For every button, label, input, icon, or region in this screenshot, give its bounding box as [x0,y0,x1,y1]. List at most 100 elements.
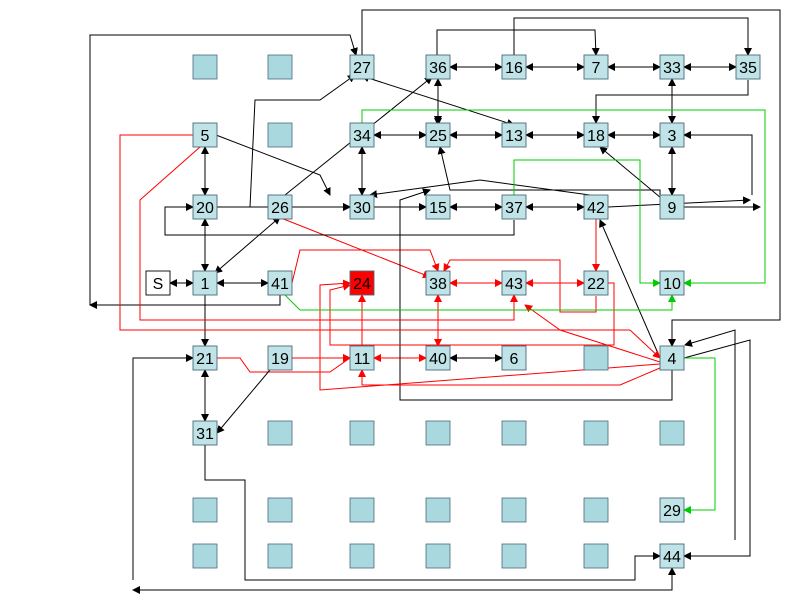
red-22-38 [443,259,597,313]
green-37-10 [513,159,661,287]
node-35-box [735,54,761,80]
node-20-label: 20 [196,200,214,217]
loop-4-44 [683,339,751,560]
node-16-box [501,54,527,80]
node-15-label: 15 [429,200,447,217]
loop-42-30 [369,179,591,199]
node-5-box [192,122,218,148]
empty-cell [501,497,527,523]
red-5-4 [119,134,661,359]
node-13-box [501,122,527,148]
node-5: 5 [192,122,218,148]
empty-cell [659,420,685,446]
node-35-label: 35 [739,60,757,77]
node-13-label: 13 [505,128,523,145]
node-24-label: 24 [353,276,371,293]
empty-cell [583,543,609,569]
empty-cell [501,420,527,446]
empty-cell [583,345,609,371]
node-22-label: 22 [587,276,605,293]
node-11-box [349,345,375,371]
node-19: 19 [267,345,293,371]
node-18: 18 [583,122,609,148]
node-9: 9 [659,194,685,220]
node-44: 44 [659,543,685,569]
node-37-label: 37 [505,200,523,217]
node-42: 42 [583,194,609,220]
node-1-box [192,270,218,296]
node-15-box [425,194,451,220]
loop-44-bottom [132,567,676,594]
empty-cell [349,543,375,569]
edge-41-38 [291,249,440,284]
node-30: 30 [349,194,375,220]
node-44-label: 44 [663,549,681,566]
loop-44-4 [684,329,736,540]
node-43-box [501,270,527,296]
node-40: 40 [425,345,451,371]
node-29-label: 29 [663,503,681,520]
empty-cell [349,497,375,523]
edge-31-19 [216,357,281,434]
node-38-box [425,270,451,296]
node-10-box [659,270,685,296]
edge-5-30 [215,134,331,196]
node-10: 10 [659,270,685,296]
empty-cell [425,420,451,446]
loop-4-15 [399,188,673,401]
empty-cell [192,497,218,523]
node-34-box [349,122,375,148]
node-44-box [659,543,685,569]
node-38: 38 [425,270,451,296]
loop-44-21 [132,354,194,580]
node-25-label: 25 [429,128,447,145]
node-33: 33 [659,54,685,80]
edge-4-42 [599,219,661,359]
node-40-box [425,345,451,371]
node-16-label: 16 [505,60,523,77]
node-16: 16 [501,54,527,80]
node-33-box [659,54,685,80]
empty-cell [501,543,527,569]
node-36: 36 [425,54,451,80]
loop-9-3 [683,131,753,195]
node-21-label: 21 [196,351,214,368]
red-4-43 [524,304,661,363]
node-18-box [583,122,609,148]
loop-42-25 [437,146,661,207]
node-42-box [583,194,609,220]
node-30-box [349,194,375,220]
node-9-box [659,194,685,220]
node-29-box [659,497,685,523]
node-18-label: 18 [587,128,605,145]
red-5-43 [139,146,518,321]
node-27-box [349,54,375,80]
node-33-label: 33 [663,60,681,77]
node-37-box [501,194,527,220]
node-21-box [192,345,218,371]
node-27: 27 [349,54,375,80]
empty-cell [267,54,293,80]
node-37: 37 [501,194,527,220]
empty-cell [192,54,218,80]
node-3: 3 [659,122,685,148]
empty-cell [425,543,451,569]
node-35: 35 [735,54,761,80]
node-3-box [659,122,685,148]
node-3-label: 3 [668,128,677,145]
node-7-label: 7 [592,60,601,77]
node-7-box [583,54,609,80]
loop-35-18 [592,80,749,124]
edge-20-27 [216,74,356,208]
node-1-label: 1 [201,276,210,293]
node-36-label: 36 [429,60,447,77]
node-41-label: 41 [271,276,289,293]
empty-cell [267,122,293,148]
node-5-label: 5 [201,128,210,145]
empty-cell [267,543,293,569]
node-20-box [192,194,218,220]
green-41-10 [284,294,676,311]
red-4-24 [319,279,661,391]
loop-16-35 [513,17,752,56]
